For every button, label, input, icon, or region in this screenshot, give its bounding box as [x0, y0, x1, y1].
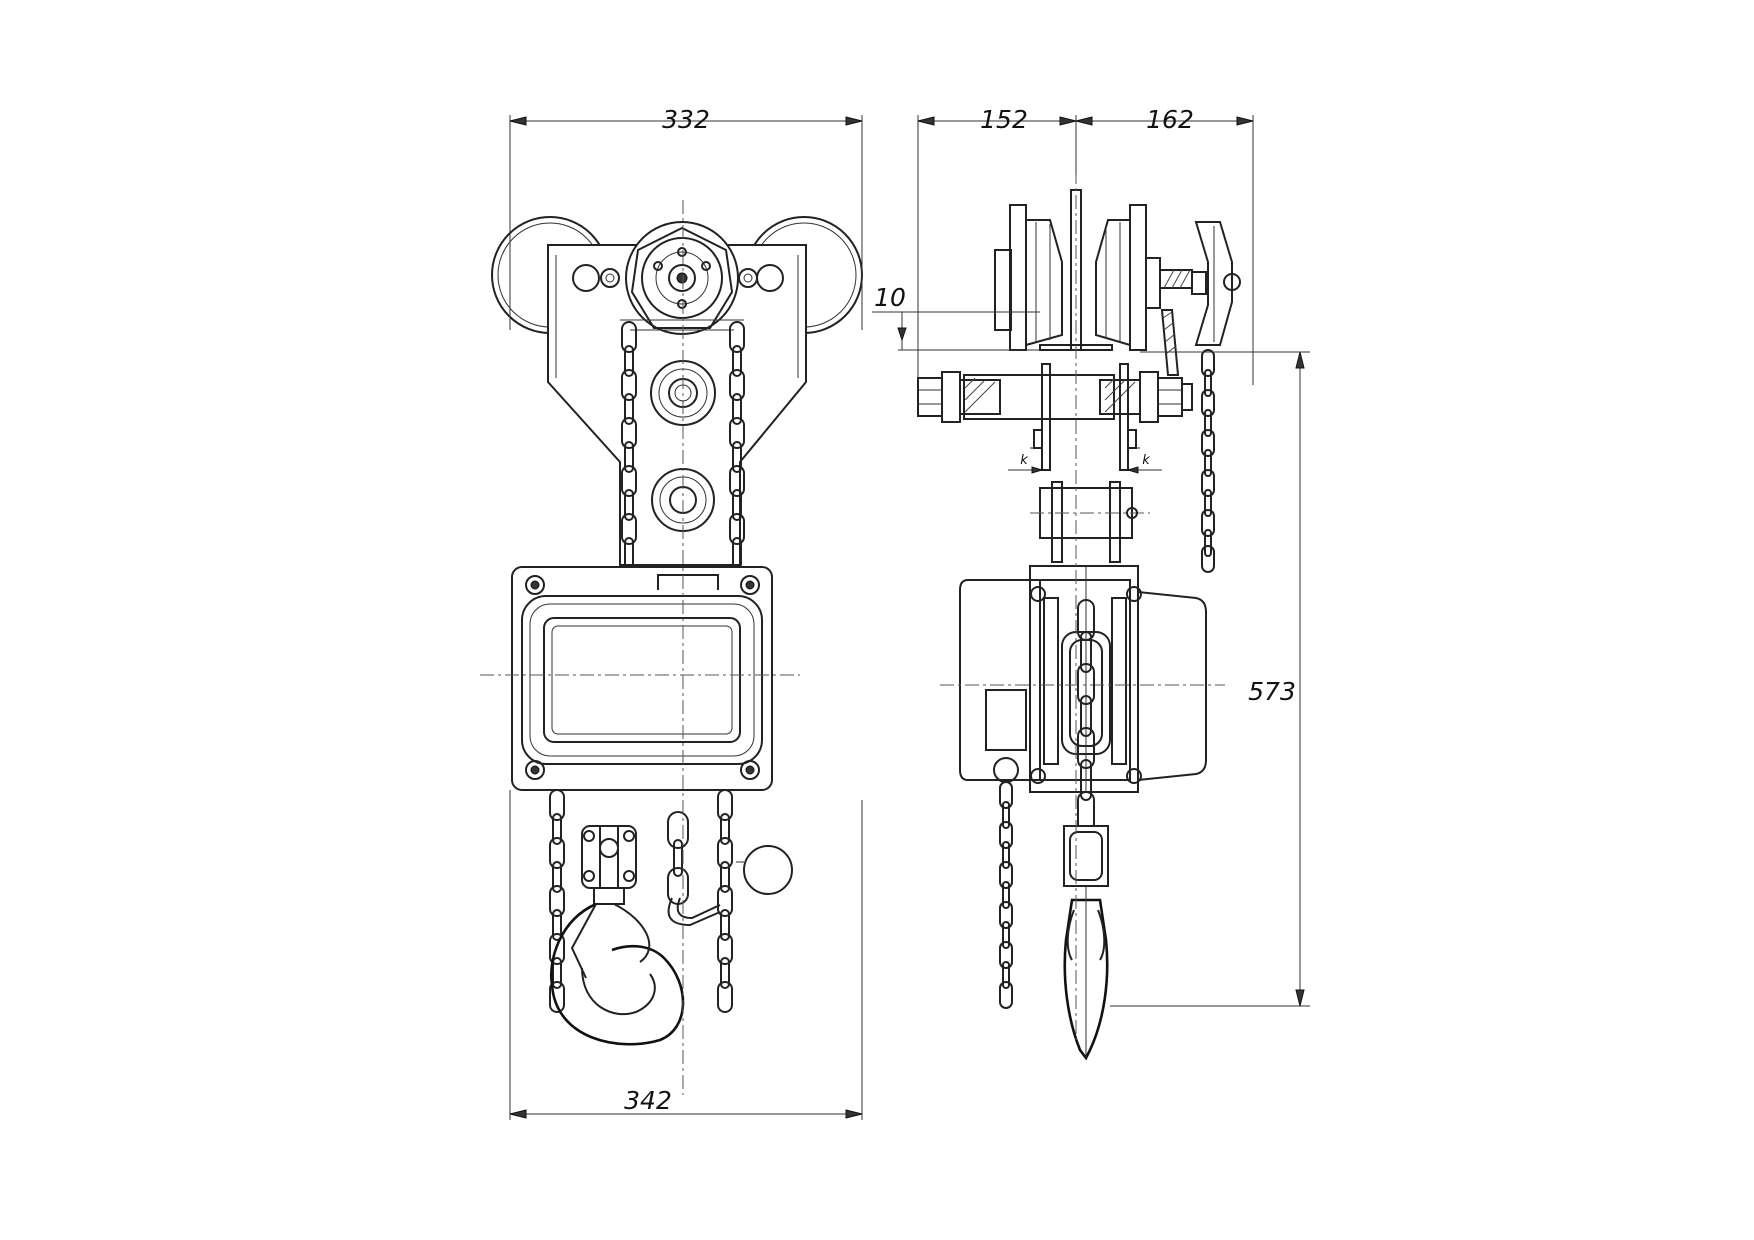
dim-k-left-label: k: [1020, 453, 1028, 468]
dim-10-label: 10: [874, 283, 906, 312]
dim-162-label: 162: [1146, 105, 1194, 134]
side-load-chain: [1077, 599, 1095, 833]
side-plate-right: [1119, 363, 1129, 471]
dim-k-right-label: k: [1142, 453, 1150, 468]
hand-chain-wheel: [620, 221, 744, 335]
dim-332-label: 332: [662, 105, 710, 134]
hook-block: [581, 825, 637, 905]
side-hand-chain-wheel: [1159, 221, 1241, 346]
side-view: [917, 170, 1241, 1061]
dimension-labels: 332 342 152 162 10 573 k k: [624, 105, 1296, 1115]
load-chain-lower: [667, 811, 689, 905]
cross-shaft: [917, 371, 1193, 423]
side-left-wheel: [994, 204, 1063, 351]
hand-chain-left-upper: [621, 321, 637, 569]
side-hoist-body: [940, 565, 1225, 793]
chain-stop-ball: [743, 845, 793, 895]
dim-152-label: 152: [980, 105, 1028, 134]
dimension-lines: [509, 115, 1310, 1120]
side-hand-chain-right: [1201, 349, 1215, 573]
side-load-hook: [1063, 898, 1109, 1061]
hand-chain-left-lower: [549, 789, 565, 1013]
front-view: [480, 200, 863, 1095]
side-plate-left: [1041, 363, 1051, 471]
load-hook: [550, 902, 685, 1046]
side-hand-chain-left: [999, 781, 1013, 1009]
side-right-wheel: [1095, 204, 1161, 351]
dim-342-label: 342: [624, 1086, 672, 1115]
dim-573-label: 573: [1248, 677, 1296, 706]
hand-chain-right-lower: [717, 789, 733, 1013]
hoist-body: [511, 566, 773, 791]
hand-chain-right-upper: [729, 321, 745, 569]
